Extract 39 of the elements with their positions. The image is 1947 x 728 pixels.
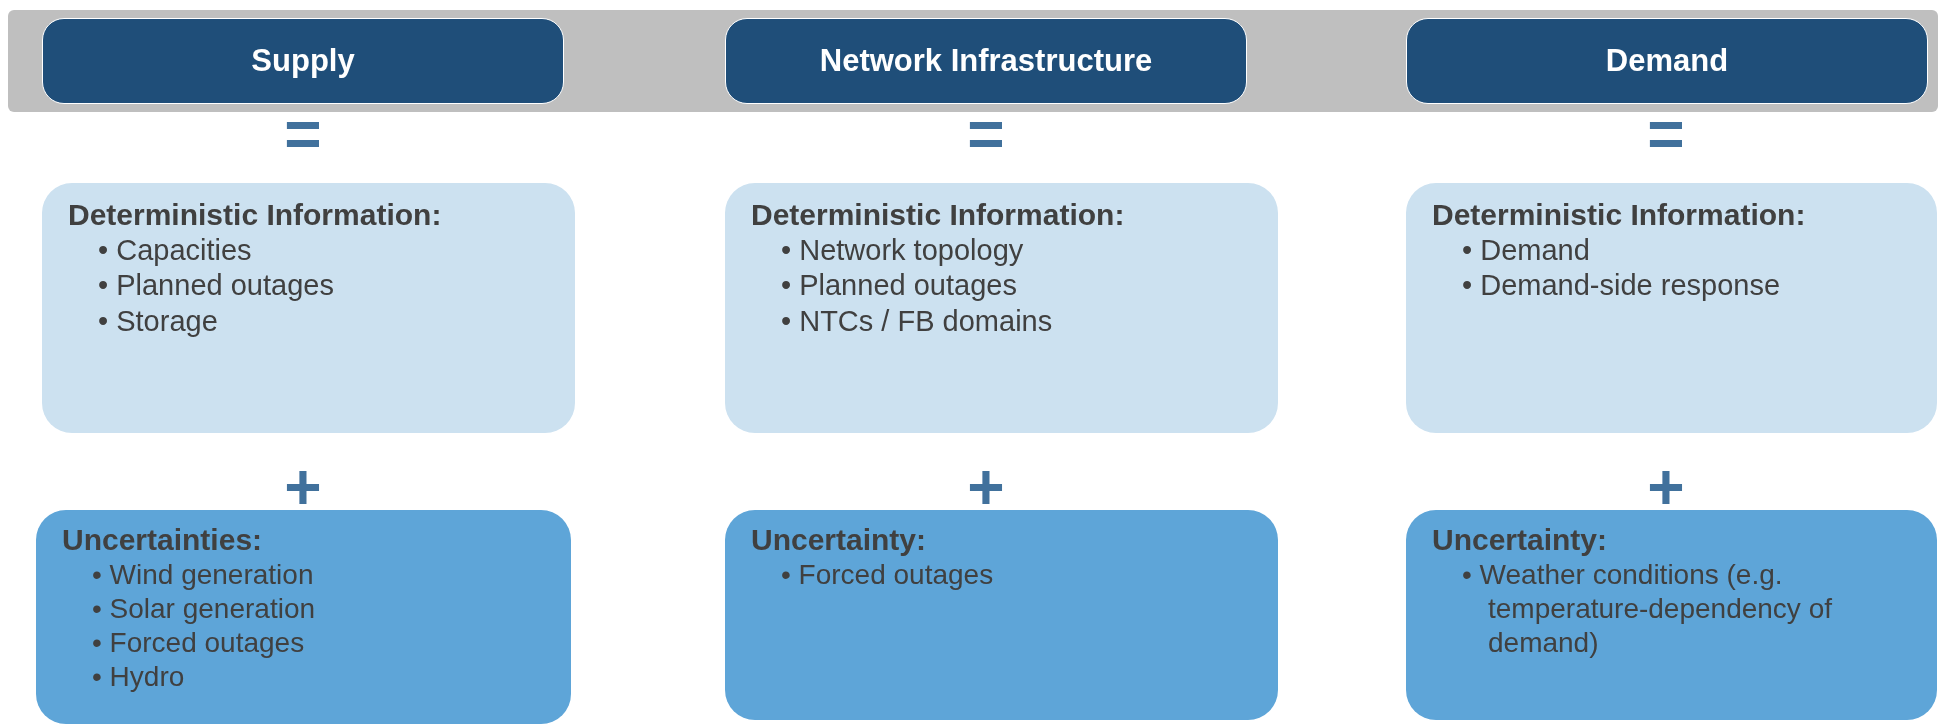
header-box [1406, 18, 1928, 104]
info-box [725, 183, 1278, 433]
box-heading: Uncertainties: [62, 522, 264, 558]
bullet-item: • Network topology [781, 233, 1025, 268]
info-box [42, 183, 575, 433]
info-box [1406, 510, 1937, 720]
operator-sign: = [966, 102, 1006, 166]
bullet-item: • Demand [1462, 233, 1591, 268]
header-band [8, 10, 1938, 112]
bullet-item: • Solar generation [92, 592, 317, 627]
bullet-item: • Planned outages [98, 268, 335, 304]
bullet-item: • Storage [98, 303, 219, 339]
info-box [36, 510, 571, 724]
bullet-item: • NTCs / FB domains [781, 303, 1054, 339]
bullet-item: • Demand-side response [1462, 268, 1782, 304]
box-heading: Deterministic Information: [751, 197, 1126, 233]
operator-sign: = [1646, 102, 1686, 166]
operator-sign: + [966, 455, 1006, 519]
box-heading: Deterministic Information: [1432, 197, 1807, 233]
bullet-item: • Hydro [92, 660, 186, 695]
operator-sign: + [1646, 455, 1686, 519]
header-box [42, 18, 564, 104]
header-box [725, 18, 1247, 104]
box-heading: Uncertainty: [1432, 522, 1609, 558]
bullet-item: • Capacities [98, 233, 253, 268]
bullet-item: • Weather conditions (e.g. temperature-dependency of demand) [1462, 558, 1833, 661]
header-title: Network Infrastructure [819, 43, 1153, 79]
info-box [725, 510, 1278, 720]
bullet-item: • Forced outages [781, 558, 995, 592]
header-title: Demand [1605, 43, 1729, 79]
header-title: Supply [251, 43, 355, 79]
box-heading: Deterministic Information: [68, 197, 443, 233]
bullet-item: • Forced outages [92, 626, 306, 661]
info-box [1406, 183, 1937, 433]
operator-sign: = [283, 102, 323, 166]
operator-sign: + [283, 455, 323, 519]
bullet-item: • Planned outages [781, 268, 1018, 304]
bullet-item: • Wind generation [92, 558, 315, 592]
box-heading: Uncertainty: [751, 522, 928, 558]
